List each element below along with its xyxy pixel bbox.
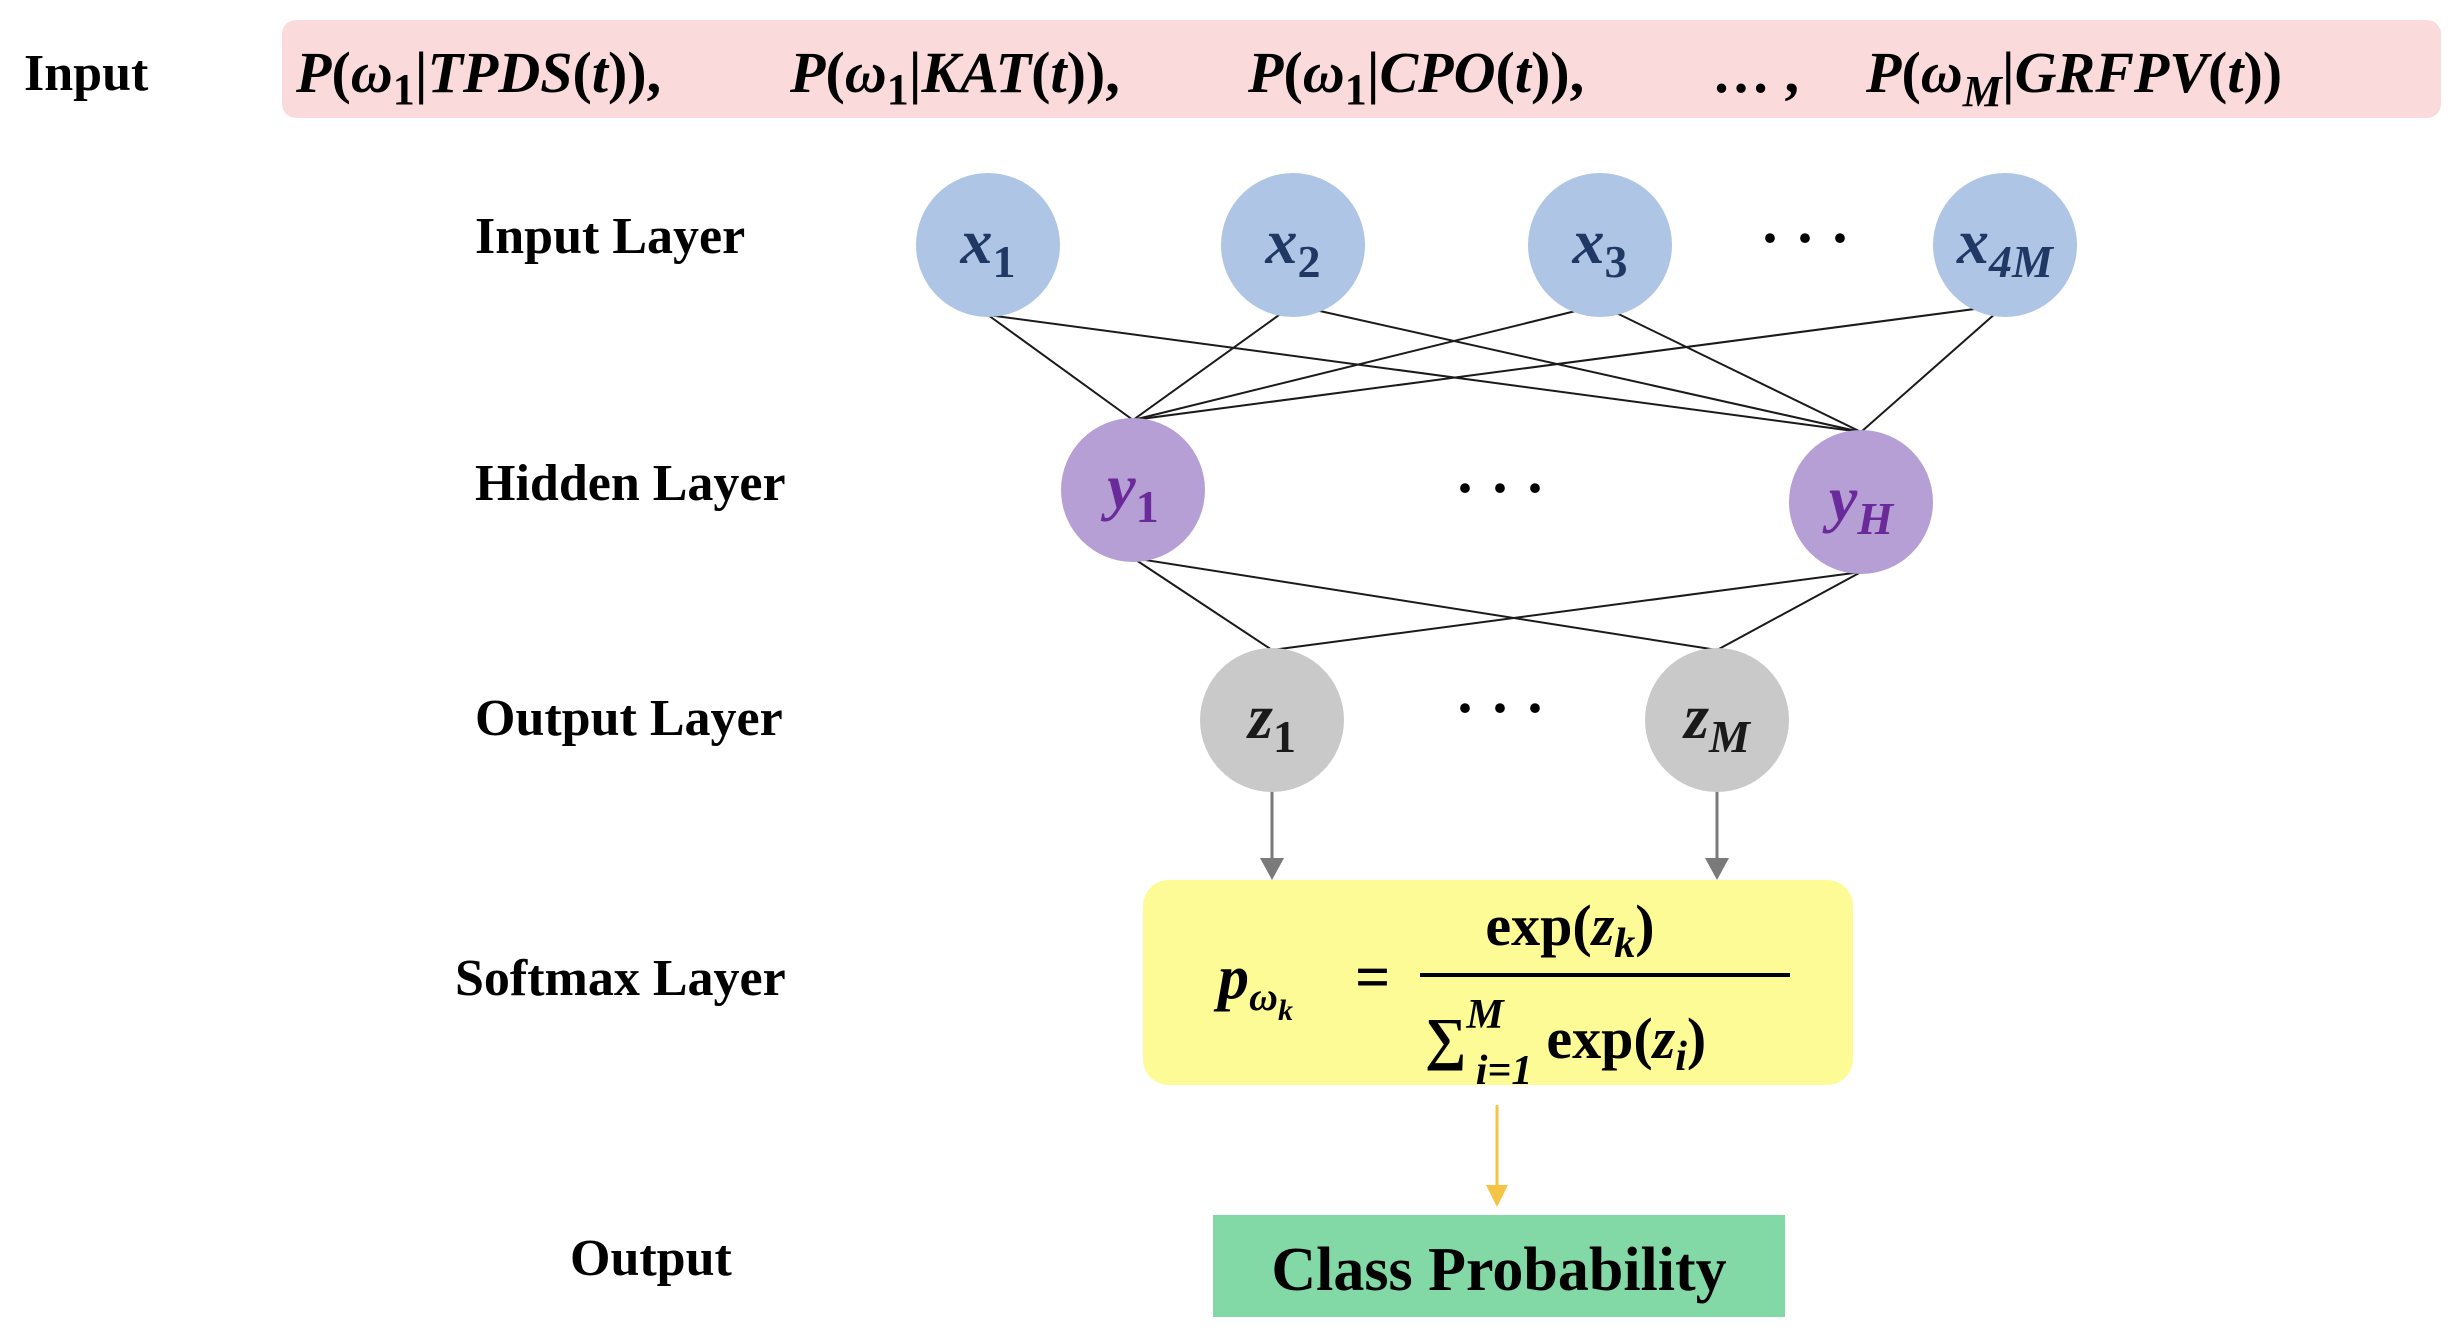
softmax-to-output-arrow (1486, 1105, 1508, 1207)
input-hidden-edge (1860, 304, 2006, 433)
class-probability-label: Class Probability (1271, 1236, 1726, 1304)
arrow-head-z1 (1260, 858, 1284, 880)
svg-text:x4M: x4M (1956, 206, 2055, 287)
svg-text:x3: x3 (1572, 206, 1628, 287)
label-output-layer: Output Layer (475, 690, 783, 747)
input-hidden-edge (1292, 304, 1862, 433)
input-hidden-edge (1132, 304, 2006, 421)
hidden-node: yH (1789, 430, 1933, 574)
hidden-layer: y1 · · · yH (1061, 418, 1933, 574)
hidden-node: y1 (1061, 418, 1205, 562)
input-banner (282, 20, 2441, 118)
output-to-softmax-arrows (1260, 792, 1729, 880)
output-layer-ellipsis: · · · (1455, 675, 1545, 741)
input-node: x1 (916, 173, 1060, 317)
input-node: x3 (1528, 173, 1672, 317)
softmax-equals: = (1355, 944, 1390, 1012)
svg-text:zM: zM (1682, 681, 1752, 762)
hidden-output-edge (1716, 571, 1862, 651)
svg-text:x1: x1 (960, 206, 1016, 287)
output-layer: z1 · · · zM (1200, 648, 1789, 792)
output-node: z1 (1200, 648, 1344, 792)
arrow-head-zM (1705, 858, 1729, 880)
hidden-output-edge (1132, 557, 1718, 651)
input-hidden-edge (1132, 304, 1601, 421)
svg-text:x2: x2 (1265, 206, 1321, 287)
input-layer-ellipsis: · · · (1760, 205, 1850, 271)
hidden-output-edge (1271, 571, 1862, 651)
class-probability-box (1213, 1215, 1785, 1317)
label-input: Input (24, 45, 149, 102)
input-hidden-edge (987, 314, 1134, 421)
label-hidden-layer: Hidden Layer (475, 455, 786, 512)
hidden-output-edge (1132, 557, 1273, 651)
input-term-1: P(ω1|TPDS(t)), (295, 40, 661, 114)
input-formula: P(ω1|TPDS(t)), P(ω1|KAT(t)), P(ω1|CPO(t)… (295, 40, 2282, 116)
softmax-lhs: pωk (1213, 944, 1293, 1027)
input-term-3: P(ω1|CPO(t)), (1247, 40, 1584, 114)
input-term-4: P(ωM|GRFPV(t)) (1865, 40, 2282, 116)
connection-lines (987, 304, 2006, 651)
svg-text:z1: z1 (1246, 681, 1296, 762)
arrow-gold-head (1486, 1185, 1508, 1207)
softmax-numerator: exp(zk) (1485, 893, 1654, 967)
input-term-2: P(ω1|KAT(t)), (789, 40, 1120, 114)
input-layer: x1 x2 x3 · · · x4M (916, 173, 2077, 317)
input-hidden-edge (1132, 304, 1294, 421)
hidden-layer-ellipsis: · · · (1455, 455, 1545, 521)
input-hidden-edge (1599, 304, 1862, 433)
output-node: zM (1645, 648, 1789, 792)
input-ellipsis: … , (1712, 40, 1799, 105)
row-labels: Input Input Layer Hidden Layer Output La… (24, 45, 786, 1287)
label-softmax-layer: Softmax Layer (455, 950, 786, 1007)
softmax-box (1143, 880, 1853, 1085)
input-node: x4M (1933, 173, 2077, 317)
input-node: x2 (1221, 173, 1365, 317)
label-output: Output (570, 1230, 733, 1287)
input-hidden-edge (987, 314, 1862, 433)
label-input-layer: Input Layer (475, 208, 745, 265)
